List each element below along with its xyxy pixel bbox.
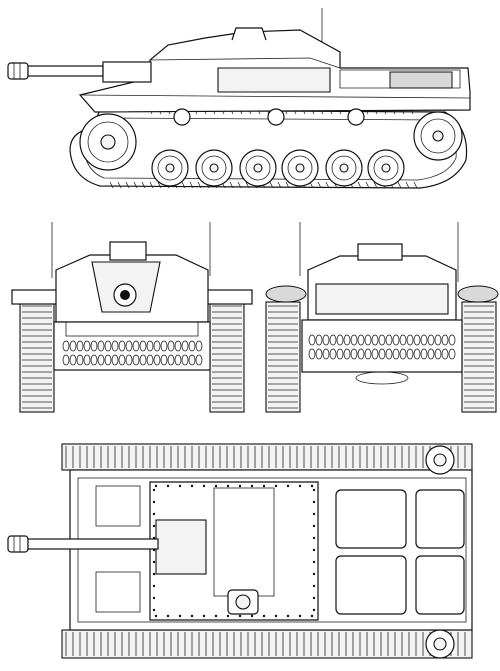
side-idler-wheel: [413, 111, 463, 161]
rear-suspension-detail: [308, 334, 456, 360]
top-front-deck-hatch: [95, 485, 141, 527]
front-track-left: [19, 301, 55, 413]
side-gun-mantlet: [102, 61, 152, 83]
top-engine-hatch-4: [415, 555, 465, 615]
top-engine-hatch-1: [335, 489, 407, 549]
top-track-right: [61, 629, 473, 659]
side-exhaust-muffler: [389, 71, 453, 89]
rear-track-left: [265, 301, 301, 413]
top-spare-wheel-1: [425, 445, 455, 475]
top-engine-hatch-2: [335, 555, 407, 615]
rear-cupola: [357, 243, 403, 261]
top-gun-barrel: [27, 538, 159, 550]
road-wheel: [367, 149, 405, 187]
top-superstructure: [149, 481, 319, 621]
top-front-deck-hatch-2: [95, 571, 141, 613]
front-suspension-detail: [62, 340, 203, 366]
rear-track-right: [461, 301, 497, 413]
top-view: [7, 443, 473, 659]
side-road-wheels: [151, 149, 405, 187]
rear-spare-right: [457, 285, 499, 303]
road-wheel: [195, 149, 233, 187]
front-track-links: [22, 305, 242, 409]
side-superstructure-line: [149, 57, 341, 69]
side-muzzle-brake: [7, 62, 29, 80]
side-engine-deck: [339, 69, 461, 89]
top-rivet-detail: [152, 484, 316, 618]
road-wheel: [281, 149, 319, 187]
rear-track-links: [268, 305, 494, 409]
rear-lower-hull: [301, 319, 463, 373]
top-gun: [7, 535, 159, 553]
side-gun-barrel: [27, 65, 104, 77]
front-fender-left: [11, 289, 63, 305]
road-wheel: [325, 149, 363, 187]
top-gun-housing: [155, 519, 207, 575]
front-cupola: [109, 241, 147, 261]
side-view: [7, 8, 471, 189]
rear-view: [265, 222, 499, 413]
front-fender-right: [201, 289, 253, 305]
top-cupola: [227, 589, 259, 615]
side-return-rollers: [173, 108, 365, 126]
top-engine-hatch-3: [415, 489, 465, 549]
side-gun: [7, 61, 152, 83]
front-view: [11, 222, 253, 413]
road-wheel: [151, 149, 189, 187]
road-wheel: [239, 149, 277, 187]
top-track-left: [61, 443, 473, 471]
side-stowage-box: [217, 67, 331, 93]
side-cupola: [231, 27, 267, 41]
rear-spare-left: [265, 285, 307, 303]
top-muzzle-brake: [7, 535, 29, 553]
rear-tow-bar: [355, 371, 409, 385]
side-fender-line: [79, 94, 471, 99]
side-drive-sprocket: [79, 113, 137, 171]
front-track-right: [209, 301, 245, 413]
top-spare-wheel-2: [425, 629, 455, 659]
rear-engine-deck: [315, 283, 449, 315]
